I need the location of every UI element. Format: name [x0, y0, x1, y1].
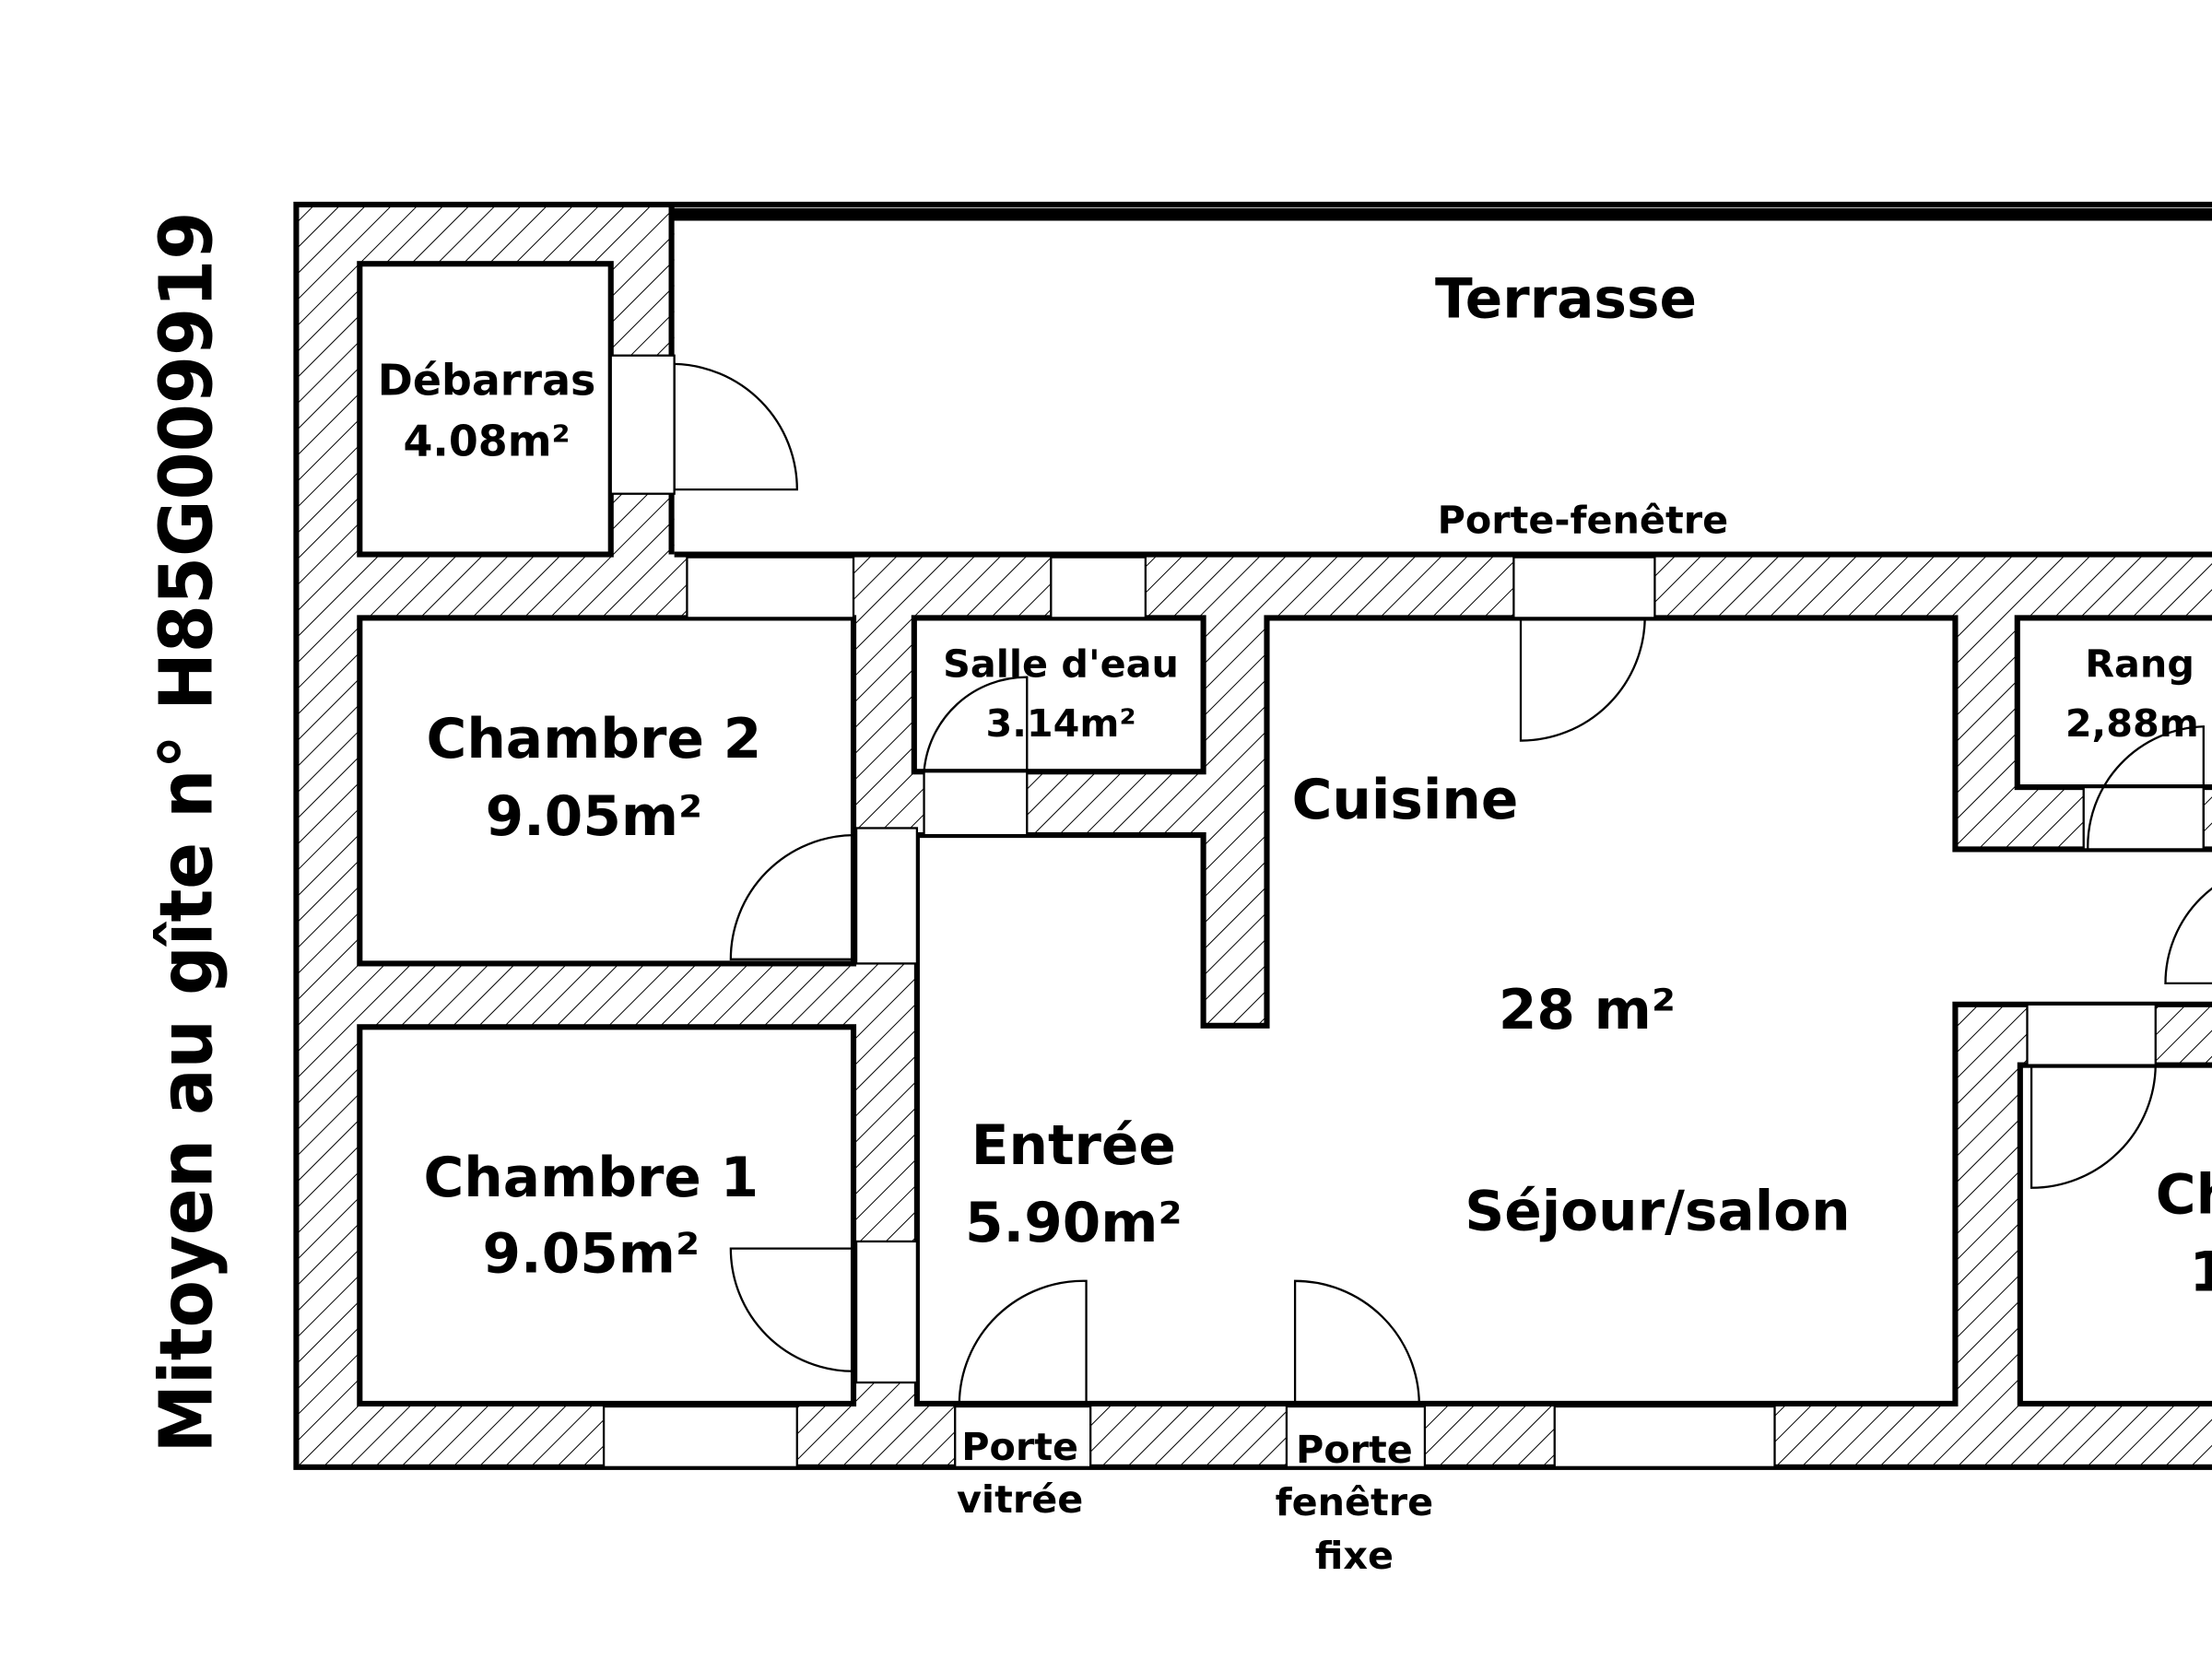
salle-eau-area: 3.14m² [985, 701, 1135, 746]
porte-vitree-label-1: Porte [961, 1425, 1078, 1469]
chambre-2-label: Chambre 2 [427, 708, 762, 771]
porte-fenetre-label: Porte-fenêtre [1438, 499, 1729, 543]
door-chambre-3 [2026, 1003, 2157, 1066]
chambre-1-area: 9.05m² [483, 1223, 700, 1287]
sejour-label: Séjour/salon [1465, 1181, 1850, 1244]
sejour-area: 28 m² [1499, 979, 1676, 1042]
door-chambre-1 [854, 1240, 919, 1384]
window-chambre-1 [602, 1405, 798, 1468]
debarras-label: Débarras [378, 356, 596, 406]
porte-fenetre-fixe [1285, 1405, 1427, 1468]
room-chambre-3 [2017, 1062, 2212, 1407]
porte-vitree [954, 1405, 1092, 1468]
door-rangement [2082, 785, 2205, 851]
room-chambre-1 [357, 1024, 857, 1407]
rangement-area: 2,88m [2065, 701, 2199, 746]
porte-fenetre [1512, 556, 1656, 619]
window-sejour [1553, 1405, 1776, 1468]
side-label: Mitoyen au gîte n° H85G009919 [144, 212, 229, 1453]
chambre-3-label: Ch [2156, 1163, 2212, 1227]
door-debarras [609, 354, 676, 495]
window-salle-eau [1050, 556, 1147, 619]
porte-fenetre-fixe-label-3: fixe [1315, 1534, 1394, 1578]
room-sejour-entree [913, 615, 2212, 1407]
window-corridor [686, 556, 855, 619]
chambre-2-area: 9.05m² [486, 785, 703, 849]
debarras-area: 4.08m² [403, 416, 570, 465]
openings [602, 354, 2205, 1468]
door-salle-eau [923, 771, 1029, 837]
salle-eau-label: Salle d'eau [943, 642, 1179, 687]
chambre-3-area: 1 [2190, 1241, 2212, 1305]
room-debarras [357, 261, 614, 558]
terrasse-label: Terrasse [1435, 267, 1697, 331]
rangement-label: Rang [2085, 642, 2194, 687]
entree-label: Entrée [971, 1114, 1176, 1178]
porte-fenetre-fixe-label-2: fenêtre [1276, 1480, 1434, 1524]
entree-area: 5.90m² [965, 1192, 1182, 1255]
cuisine-label: Cuisine [1292, 769, 1519, 832]
chambre-1-label: Chambre 1 [423, 1147, 759, 1210]
porte-fenetre-fixe-label-1: Porte [1296, 1428, 1413, 1472]
door-chambre-2 [854, 827, 919, 965]
room-salle-eau [911, 615, 1206, 775]
porte-vitree-label-2: vitrée [957, 1477, 1083, 1522]
room-chambre-2 [357, 615, 857, 967]
door-swings [673, 362, 2212, 1404]
